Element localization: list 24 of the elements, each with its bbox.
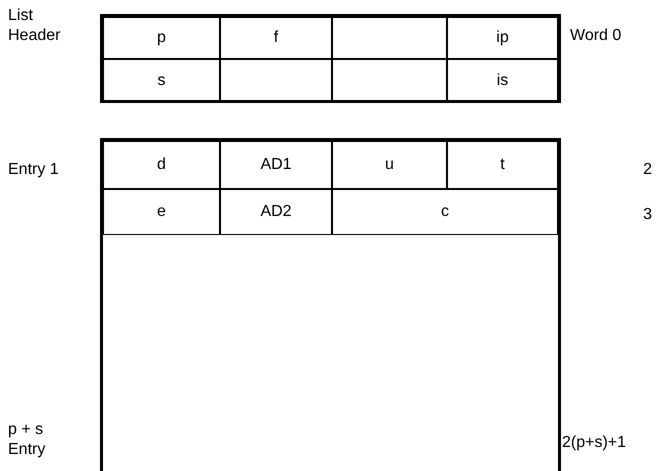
table-cell: AD2 <box>220 189 332 235</box>
word-number: Word 0 <box>570 26 622 46</box>
row-label: Entry 1 <box>8 160 60 180</box>
table-cell: t <box>447 141 558 189</box>
word-number: 2 <box>642 160 652 180</box>
table-frame <box>100 14 561 103</box>
table-cell: s <box>103 59 220 103</box>
table-cell <box>332 17 447 59</box>
table-cell <box>220 59 332 103</box>
table-cell <box>332 59 447 103</box>
table-cell: d <box>103 141 220 189</box>
table-cell: e <box>103 189 220 235</box>
row-label: p + s Entry <box>8 420 46 460</box>
word-number: 3 <box>642 205 652 225</box>
table-cell: AD1 <box>220 141 332 189</box>
table-cell: is <box>447 59 558 103</box>
table-cell: u <box>332 141 447 189</box>
table-cell: f <box>220 17 332 59</box>
word-number: 2(p+s)+1 <box>562 433 628 453</box>
table-cell: c <box>332 189 558 235</box>
table-frame <box>100 138 561 471</box>
row-label: List Header <box>8 6 62 46</box>
table-cell: p <box>103 17 220 59</box>
table-cell: ip <box>447 17 558 59</box>
